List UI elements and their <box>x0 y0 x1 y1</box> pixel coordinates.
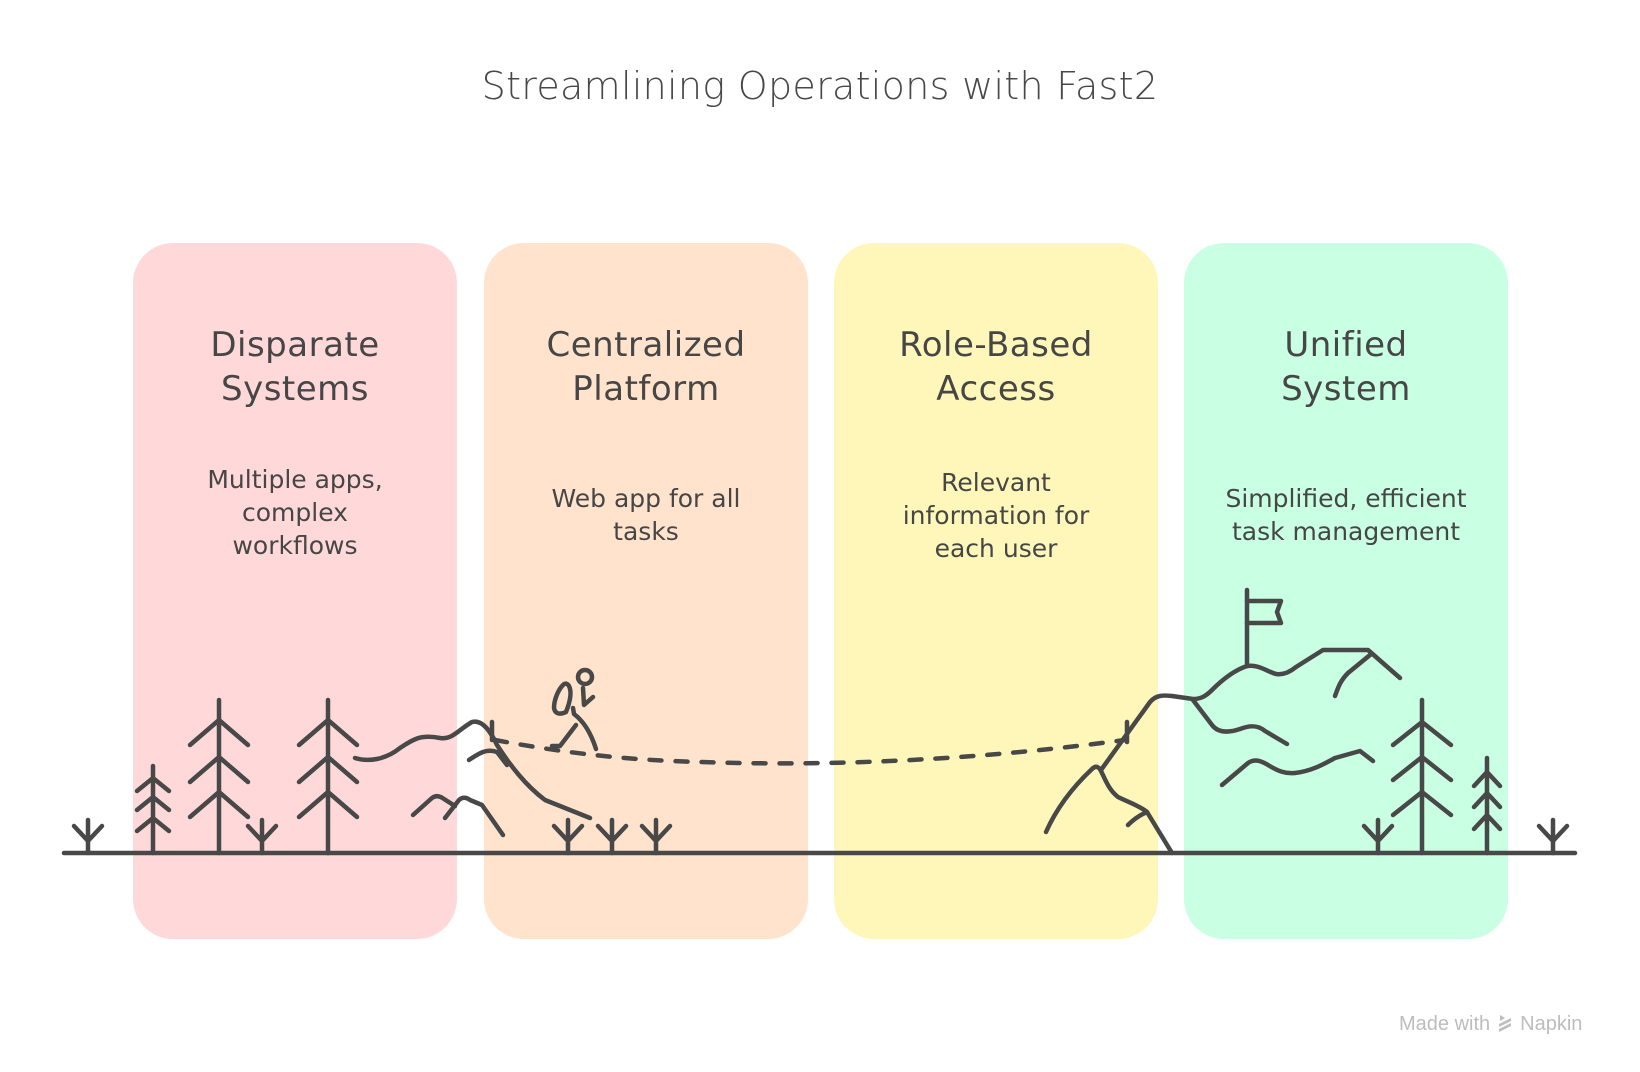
pine-tree-icon <box>1390 697 1454 856</box>
sprout-icon <box>1361 817 1395 856</box>
hiker-icon <box>549 667 599 752</box>
mountain-icon <box>1043 764 1175 856</box>
pine-tree-icon <box>296 697 360 856</box>
hill-icon <box>352 719 593 838</box>
pine-tree-icon <box>1471 755 1503 856</box>
stage-title: Role-Based Access <box>899 325 1093 409</box>
stage-card-role-based-access: Role-Based Access Relevant information f… <box>834 243 1158 939</box>
watermark-brand: Napkin <box>1520 1012 1583 1035</box>
diagram-title: Streamlining Operations with Fast2 <box>481 64 1159 108</box>
stage-description: Simplified, efficient task management <box>1225 484 1467 546</box>
stage-card-unified-system: Unified System Simplified, efficient tas… <box>1184 243 1508 939</box>
summit-mountain-icon <box>1098 647 1403 788</box>
sprout-icon <box>245 817 279 856</box>
stage-description: Multiple apps, complex workflows <box>207 465 383 560</box>
sprout-icon <box>595 817 629 856</box>
summit-flag-icon <box>1244 587 1284 669</box>
stage-title: Disparate Systems <box>210 325 380 409</box>
made-with-napkin-watermark[interactable]: Made with Napkin <box>1399 1012 1582 1036</box>
sprout-icon <box>1536 817 1570 856</box>
stage-description: Web app for all tasks <box>551 484 741 546</box>
stage-title: Centralized Platform <box>546 325 746 409</box>
sprout-icon <box>71 817 105 856</box>
pine-tree-icon <box>187 697 251 856</box>
sprout-icon <box>551 817 585 856</box>
stage-title: Unified System <box>1281 325 1411 409</box>
pine-tree-icon <box>134 763 172 856</box>
stage-card-centralized-platform: Centralized Platform Web app for all tas… <box>484 243 808 939</box>
napkin-logo-icon <box>1499 1015 1512 1032</box>
stage-description: Relevant information for each user <box>902 468 1090 563</box>
stage-card-disparate-systems: Disparate Systems Multiple apps, complex… <box>133 243 457 939</box>
watermark-prefix: Made with <box>1399 1012 1491 1035</box>
sprout-icon <box>639 817 673 856</box>
